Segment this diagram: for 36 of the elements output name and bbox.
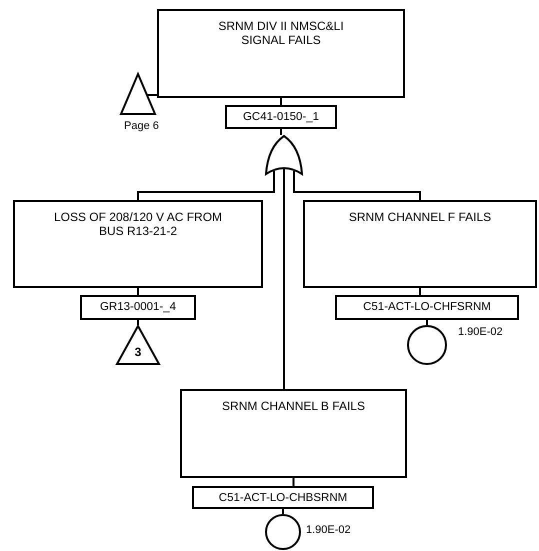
connector-line	[137, 171, 275, 200]
probability-value: 1.90E-02	[306, 524, 351, 536]
event-box	[13, 200, 263, 288]
event-box	[303, 200, 537, 288]
event-id: GR13-0001-_4	[98, 300, 178, 315]
event-id-box	[225, 105, 337, 129]
event-id-box	[192, 486, 374, 509]
event-description: SRNM CHANNEL F FAILS	[348, 209, 492, 224]
probability-value: 1.90E-02	[458, 326, 503, 338]
connector-line	[146, 94, 157, 96]
page-reference: Page 6	[124, 120, 159, 132]
basic-event-circle	[407, 325, 447, 365]
connector-line	[280, 129, 282, 135]
or-gate	[265, 135, 303, 175]
connector-line	[280, 98, 282, 105]
event-id: GC41-0150-_1	[242, 110, 320, 125]
transfer-triangle	[116, 325, 160, 365]
connector-line	[419, 288, 421, 295]
event-description: SRNM CHANNEL B FAILS	[221, 398, 366, 414]
connector-line	[282, 509, 284, 514]
event-description: SRNM DIV II NMSC&LI SIGNAL FAILS	[217, 18, 345, 48]
connector-line	[426, 320, 428, 325]
basic-event-circle	[265, 514, 301, 550]
event-id-box	[335, 295, 519, 320]
event-box	[180, 389, 407, 478]
connector-line	[137, 288, 139, 295]
event-box	[157, 9, 405, 98]
event-description: LOSS OF 208/120 V AC FROM BUS R13-21-2	[52, 209, 224, 239]
event-id-box	[80, 295, 196, 320]
transfer-triangle	[120, 73, 156, 115]
transfer-number: 3	[134, 345, 142, 359]
connector-line	[293, 171, 421, 200]
event-id: C51-ACT-LO-CHFSRNM	[362, 300, 492, 315]
event-id: C51-ACT-LO-CHBSRNM	[218, 491, 348, 506]
connector-line	[137, 320, 139, 325]
connector-line	[292, 478, 294, 486]
